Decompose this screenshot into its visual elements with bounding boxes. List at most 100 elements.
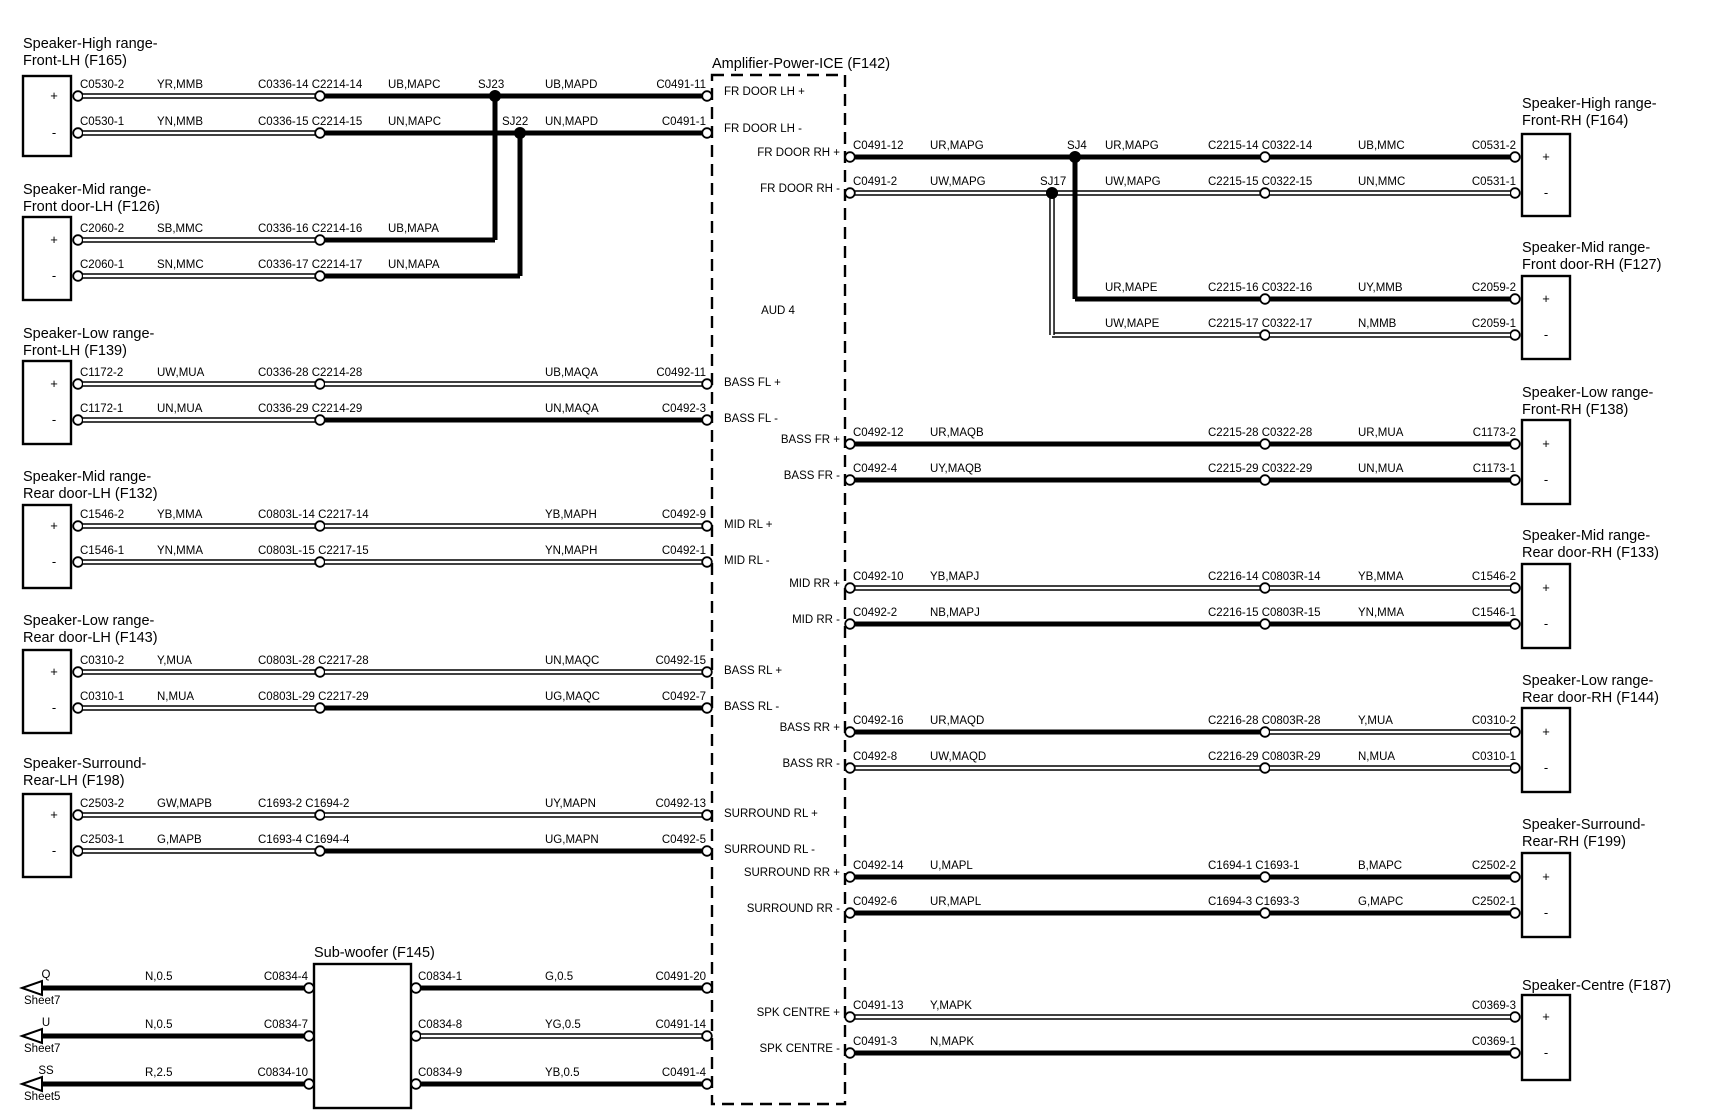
wire-color-label: UN,MAQC xyxy=(545,655,599,667)
connector-label: C1173-1 xyxy=(1473,463,1516,475)
inline-connector-label: C0336-14 C2214-14 xyxy=(258,79,363,91)
amplifier-pin-label: MID RR + xyxy=(789,578,840,590)
wire-color-label: R,2.5 xyxy=(145,1067,173,1079)
inline-connector xyxy=(314,414,326,426)
component-title: Speaker-Low range- xyxy=(1522,673,1654,689)
subwoofer-connector xyxy=(303,1030,315,1042)
speaker-box xyxy=(21,648,73,735)
wire-color-label: N,MUA xyxy=(157,691,194,703)
pin-polarity: + xyxy=(50,232,58,247)
splice-sj23 xyxy=(489,90,501,102)
wire-color-label: UB,MAPA xyxy=(388,223,439,235)
wire-color-label: UN,MAPD xyxy=(545,116,598,128)
wire-color-label: YN,MMA xyxy=(157,545,203,557)
connector-label: C0491-13 xyxy=(853,1000,904,1012)
amp-connector xyxy=(844,1011,856,1023)
amplifier-pin-label: SURROUND RR + xyxy=(744,867,840,879)
wire-color-label: YB,MAPH xyxy=(545,509,597,521)
inline-connector-label: C2215-15 C0322-15 xyxy=(1208,176,1312,188)
pin-connector xyxy=(1509,618,1521,630)
subwoofer-connector xyxy=(410,1078,422,1090)
component-title: Rear door-RH (F133) xyxy=(1522,545,1659,561)
pin-polarity: + xyxy=(1542,869,1550,884)
connector-label: C2060-1 xyxy=(80,259,124,271)
wire-color-label: N,MUA xyxy=(1358,751,1395,763)
component-title: Speaker-Surround- xyxy=(23,756,146,772)
wire-color-label: B,MAPC xyxy=(1358,860,1402,872)
connector-label: C0492-10 xyxy=(853,571,904,583)
wire-color-label: SB,MMC xyxy=(157,223,203,235)
component-title: Speaker-Centre (F187) xyxy=(1522,978,1671,994)
wire-color-label: UR,MAQB xyxy=(930,427,984,439)
pin-polarity: + xyxy=(1542,291,1550,306)
connector-label: C0834-7 xyxy=(264,1019,308,1031)
pin-polarity: + xyxy=(50,88,58,103)
speaker-box xyxy=(21,74,73,158)
pin-connector xyxy=(1509,762,1521,774)
wire-color-label: UB,MAQA xyxy=(545,367,598,379)
component-title: Speaker-Low range- xyxy=(23,613,155,629)
component-title: Rear door-LH (F143) xyxy=(23,630,158,646)
inline-connector-label: C0803L-15 C2217-15 xyxy=(258,545,369,557)
pin-polarity: - xyxy=(52,412,56,427)
subwoofer-box xyxy=(312,962,413,1110)
amp-connector xyxy=(844,907,856,919)
inline-connector xyxy=(1259,438,1271,450)
wire-color-label: G,MAPB xyxy=(157,834,202,846)
wire-color-label: UR,MUA xyxy=(1358,427,1404,439)
amp-connector xyxy=(844,726,856,738)
amplifier-pin-label: BASS RR - xyxy=(782,758,840,770)
wire-color-label: UN,MUA xyxy=(157,403,203,415)
connector-label: C0491-11 xyxy=(656,79,706,91)
connector-label: C0491-20 xyxy=(655,971,706,983)
connector-label: C0369-1 xyxy=(1472,1036,1516,1048)
amplifier-title: Amplifier-Power-ICE (F142) xyxy=(712,56,890,72)
pin-polarity: + xyxy=(50,376,58,391)
pin-connector xyxy=(1509,438,1521,450)
pin-connector xyxy=(72,90,84,102)
amplifier-pin-label: SURROUND RL - xyxy=(724,844,815,856)
amp-connector xyxy=(701,378,713,390)
wire-color-label: G,MAPC xyxy=(1358,896,1403,908)
wire-color-label: UG,MAPN xyxy=(545,834,599,846)
wire-color-label: UY,MAQB xyxy=(930,463,982,475)
amplifier-pin-label: BASS RL - xyxy=(724,701,779,713)
connector-label: C0369-3 xyxy=(1472,1000,1516,1012)
connector-label: C0530-1 xyxy=(80,116,124,128)
amplifier-pin-label: SURROUND RL + xyxy=(724,808,818,820)
connector-label: C2059-1 xyxy=(1472,318,1516,330)
wire-color-label: SN,MMC xyxy=(157,259,204,271)
connector-label: C0491-2 xyxy=(853,176,897,188)
connector-label: C1173-2 xyxy=(1473,427,1516,439)
component-title: Speaker-Mid range- xyxy=(23,469,151,485)
component-title: Front door-LH (F126) xyxy=(23,199,160,215)
pin-connector xyxy=(1509,1011,1521,1023)
connector-label: C0492-3 xyxy=(662,403,706,415)
wire-color-label: YN,MMA xyxy=(1358,607,1404,619)
amplifier-pin-label: MID RR - xyxy=(792,614,840,626)
connector-label: C2060-2 xyxy=(80,223,124,235)
connector-label: C0492-8 xyxy=(853,751,897,763)
wire-color-label: YB,MMA xyxy=(1358,571,1404,583)
speaker-box xyxy=(1520,132,1572,218)
connector-label: C0531-2 xyxy=(1472,140,1516,152)
amplifier-pin-label: FR DOOR RH - xyxy=(760,183,840,195)
connector-label: C2059-2 xyxy=(1472,282,1516,294)
amplifier-pin-label: MID RL + xyxy=(724,519,773,531)
offsheet-arrow xyxy=(18,979,43,997)
wire-color-label: UR,MAPG xyxy=(1105,140,1159,152)
connector-label: C0834-4 xyxy=(264,971,309,983)
pin-polarity: + xyxy=(1542,149,1550,164)
connector-label: C0492-5 xyxy=(662,834,706,846)
inline-connector xyxy=(1259,582,1271,594)
speaker-box xyxy=(1520,706,1572,794)
wire-color-label: UG,MAQC xyxy=(545,691,600,703)
wire-color-label: Y,MAPK xyxy=(930,1000,972,1012)
inline-connector xyxy=(314,127,326,139)
amplifier-pin-label: MID RL - xyxy=(724,555,770,567)
amp-connector xyxy=(844,1047,856,1059)
amp-connector xyxy=(844,618,856,630)
inline-connector xyxy=(314,270,326,282)
pin-connector xyxy=(72,702,84,714)
connector-label: C0491-1 xyxy=(662,116,706,128)
